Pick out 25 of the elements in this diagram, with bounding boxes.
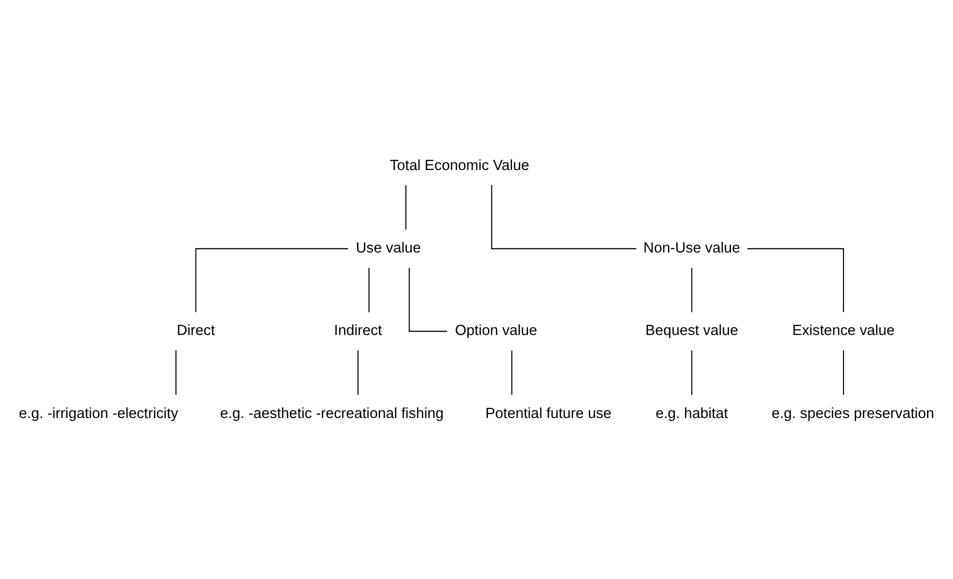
node-text: e.g. habitat xyxy=(656,405,728,422)
node-text: Potential future use xyxy=(485,405,612,422)
connector xyxy=(747,248,844,312)
node-text: Indirect xyxy=(334,322,382,339)
node-text: e.g. -irrigation -electricity xyxy=(18,405,178,422)
node-text: Use value xyxy=(356,240,421,256)
node-text: Option value xyxy=(455,322,538,339)
node-text: Non-Use value xyxy=(643,240,740,256)
connector xyxy=(491,184,636,249)
node-text: Direct xyxy=(176,322,215,339)
node-text: e.g. species preservation xyxy=(772,405,934,422)
connector xyxy=(405,184,406,230)
connector xyxy=(175,350,176,394)
node-text: Bequest value xyxy=(645,322,738,339)
node-text: Total Economic Value xyxy=(390,157,530,174)
connector xyxy=(511,350,512,394)
connector xyxy=(842,350,844,394)
connector xyxy=(691,350,692,394)
connector xyxy=(195,248,348,312)
connector xyxy=(408,267,448,332)
connector xyxy=(368,267,370,312)
connector xyxy=(357,350,359,394)
node-text: e.g. -aesthetic -recreational fishing xyxy=(220,405,444,422)
connector xyxy=(691,267,692,312)
node-text: Existence value xyxy=(792,322,895,339)
